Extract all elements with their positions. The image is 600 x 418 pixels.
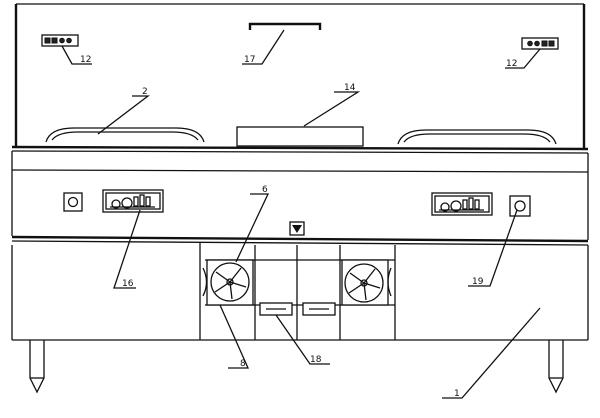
fan-left — [202, 259, 254, 306]
burner-right — [397, 129, 557, 145]
indicator-panel-right — [521, 37, 559, 50]
label-19: 19 — [472, 277, 484, 287]
burner-left — [45, 127, 205, 143]
control-panel-left — [102, 189, 164, 213]
label-6: 6 — [262, 185, 268, 195]
label-14: 14 — [344, 83, 356, 93]
label-18: 18 — [310, 355, 322, 365]
label-16: 16 — [122, 279, 134, 289]
back-panel — [14, 3, 586, 150]
label-12-left: 12 — [80, 55, 91, 65]
control-band — [11, 151, 589, 246]
indicator-panel-left — [41, 34, 79, 47]
control-knob-right — [509, 195, 531, 217]
down-arrow-indicator — [289, 221, 305, 236]
leg-left — [29, 340, 45, 394]
label-2: 2 — [142, 87, 148, 97]
top-handle — [248, 22, 322, 30]
indicator-window-left — [259, 302, 293, 316]
label-17: 17 — [244, 55, 255, 65]
leg-right — [548, 340, 564, 394]
label-8: 8 — [240, 359, 246, 369]
leader-lines — [61, 29, 541, 399]
control-knob-left — [63, 192, 83, 212]
cooktop-edge — [11, 145, 589, 154]
control-panel-right — [431, 192, 493, 216]
indicator-window-right — [302, 302, 336, 316]
label-12-right: 12 — [506, 59, 517, 69]
center-block — [236, 126, 364, 147]
lower-cabinet — [11, 243, 589, 341]
fan-right — [341, 259, 392, 306]
label-1: 1 — [454, 389, 460, 399]
